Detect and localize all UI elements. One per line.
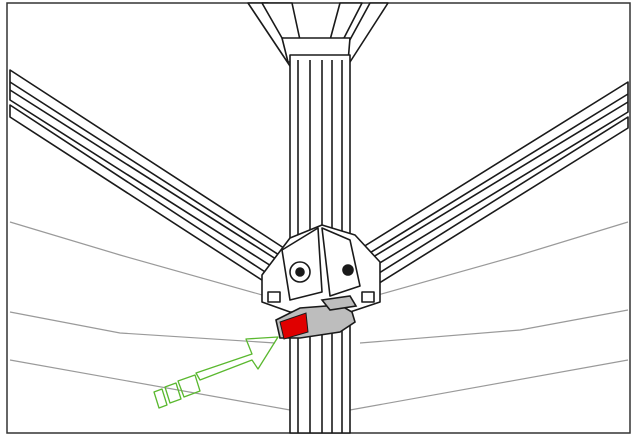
pointer-arrow-icon — [153, 336, 279, 409]
release-button-icon[interactable] — [279, 312, 309, 340]
corner-bracket — [261, 224, 381, 313]
canopy-fabric — [9, 221, 629, 411]
left-strut — [9, 69, 291, 296]
